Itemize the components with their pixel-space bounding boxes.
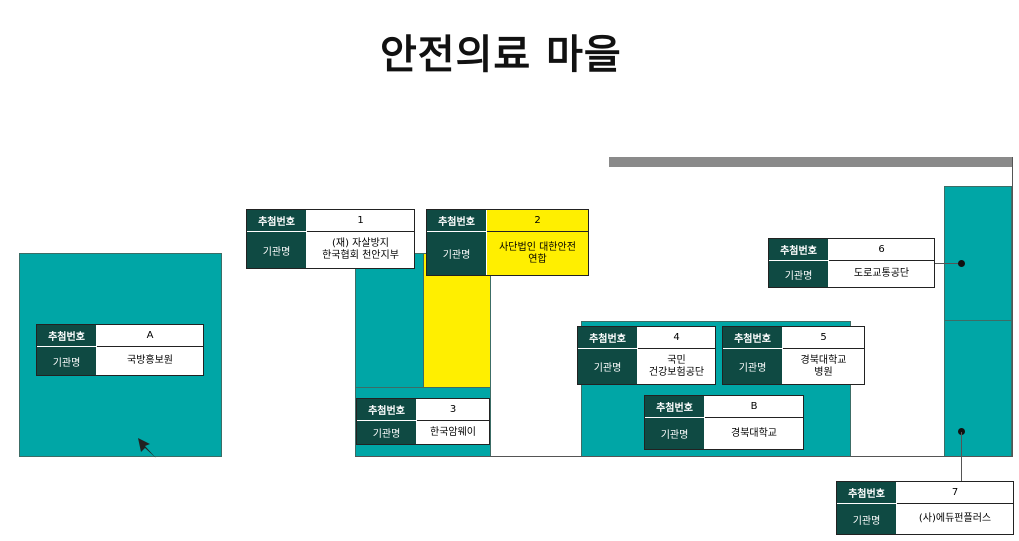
- org-value: 한국암웨이: [430, 426, 476, 438]
- number-label: 추첨번호: [37, 325, 97, 347]
- org-label: 기관명: [723, 349, 783, 384]
- number-label: 추첨번호: [357, 399, 417, 421]
- org-label: 기관명: [645, 418, 705, 449]
- org-value: 국방홍보원: [127, 355, 173, 366]
- connector-dot-7: [958, 428, 965, 435]
- mouse-cursor-icon: [138, 438, 156, 458]
- booth-card-7: 추첨번호 7 기관명 (사)에듀펀플러스: [836, 481, 1014, 535]
- org-label: 기관명: [427, 232, 487, 275]
- number-value: 1: [307, 210, 414, 232]
- booth-card-6: 추첨번호 6 기관명 도로교통공단: [768, 238, 935, 288]
- booth-block-6: [944, 186, 1012, 321]
- org-value: 도로교통공단: [853, 268, 910, 279]
- org-label: 기관명: [578, 349, 638, 384]
- number-value: 4: [638, 327, 715, 349]
- connector-dot-6: [958, 260, 965, 267]
- number-label: 추첨번호: [769, 239, 829, 261]
- number-value: 6: [829, 239, 934, 261]
- number-value: 7: [897, 482, 1013, 504]
- org-label: 기관명: [837, 504, 897, 534]
- floor-line: [355, 456, 1012, 457]
- org-label: 기관명: [769, 261, 829, 287]
- connector-7: [961, 432, 962, 482]
- org-value: (사)에듀펀플러스: [918, 513, 992, 524]
- number-label: 추첨번호: [578, 327, 638, 349]
- number-value: 3: [417, 399, 489, 421]
- number-label: 추첨번호: [427, 210, 487, 232]
- number-value: B: [705, 396, 803, 418]
- number-label: 추첨번호: [837, 482, 897, 504]
- number-label: 추첨번호: [247, 210, 307, 232]
- booth-card-a: 추첨번호 A 기관명 국방홍보원: [36, 324, 204, 376]
- org-value: 경북대학교: [731, 427, 777, 439]
- wall-line: [1012, 157, 1013, 457]
- number-value: 2: [487, 210, 588, 232]
- number-label: 추첨번호: [723, 327, 783, 349]
- number-label: 추첨번호: [645, 396, 705, 418]
- booth-block-1: [355, 253, 424, 388]
- page-title: 안전의료 마을: [380, 32, 622, 78]
- connector-6: [935, 263, 962, 264]
- org-label: 기관명: [247, 232, 307, 268]
- booth-card-b: 추첨번호 B 기관명 경북대학교: [644, 395, 804, 450]
- org-label: 기관명: [357, 421, 417, 444]
- booth-card-3: 추첨번호 3 기관명 한국암웨이: [356, 398, 490, 445]
- number-value: A: [97, 325, 203, 347]
- org-label: 기관명: [37, 347, 97, 375]
- booth-block-7: [944, 320, 1012, 457]
- number-value: 5: [783, 327, 864, 349]
- wall-bar: [609, 157, 1012, 167]
